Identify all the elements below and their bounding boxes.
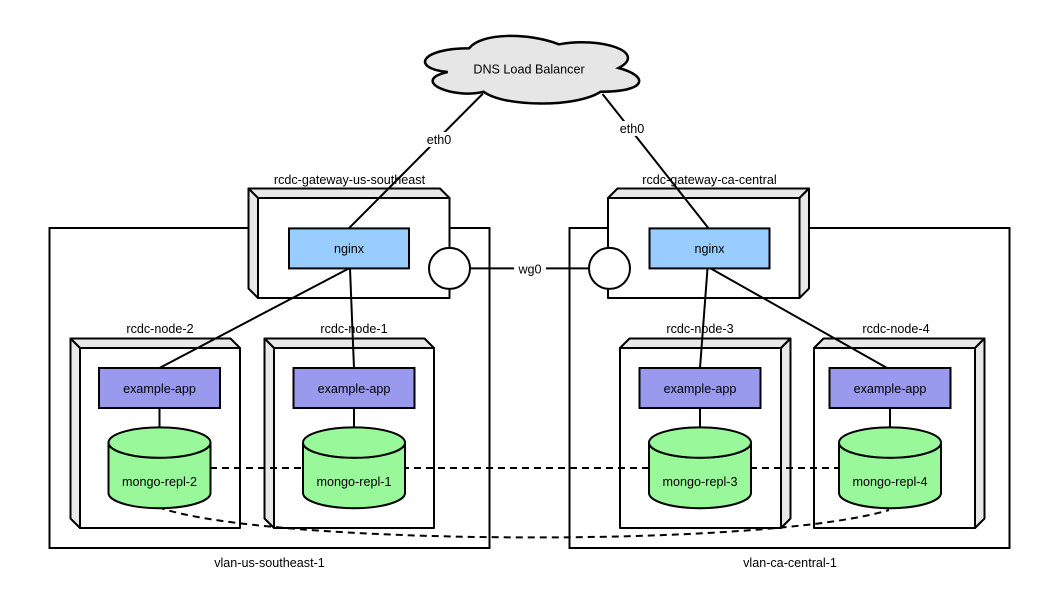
- svg-text:mongo-repl-4: mongo-repl-4: [853, 475, 928, 489]
- svg-text:DNS Load Balancer: DNS Load Balancer: [473, 63, 584, 77]
- svg-text:mongo-repl-1: mongo-repl-1: [317, 475, 392, 489]
- svg-text:example-app: example-app: [318, 382, 391, 396]
- svg-text:rcdc-node-2: rcdc-node-2: [126, 322, 193, 336]
- svg-text:wg0: wg0: [517, 263, 541, 277]
- svg-text:rcdc-node-1: rcdc-node-1: [320, 322, 387, 336]
- svg-text:rcdc-node-3: rcdc-node-3: [666, 322, 733, 336]
- svg-text:rcdc-node-4: rcdc-node-4: [862, 322, 929, 336]
- svg-text:eth0: eth0: [427, 133, 452, 147]
- svg-text:eth0: eth0: [620, 122, 645, 136]
- svg-text:example-app: example-app: [854, 382, 927, 396]
- svg-text:example-app: example-app: [123, 382, 196, 396]
- svg-text:rcdc-gateway-us-southeast: rcdc-gateway-us-southeast: [274, 173, 426, 187]
- svg-text:example-app: example-app: [664, 382, 737, 396]
- svg-text:rcdc-gateway-ca-central: rcdc-gateway-ca-central: [642, 173, 776, 187]
- svg-text:nginx: nginx: [694, 242, 725, 256]
- svg-text:mongo-repl-3: mongo-repl-3: [663, 475, 738, 489]
- svg-text:vlan-ca-central-1: vlan-ca-central-1: [743, 556, 837, 570]
- svg-text:mongo-repl-2: mongo-repl-2: [122, 475, 197, 489]
- svg-text:vlan-us-southeast-1: vlan-us-southeast-1: [214, 556, 325, 570]
- svg-text:nginx: nginx: [334, 242, 365, 256]
